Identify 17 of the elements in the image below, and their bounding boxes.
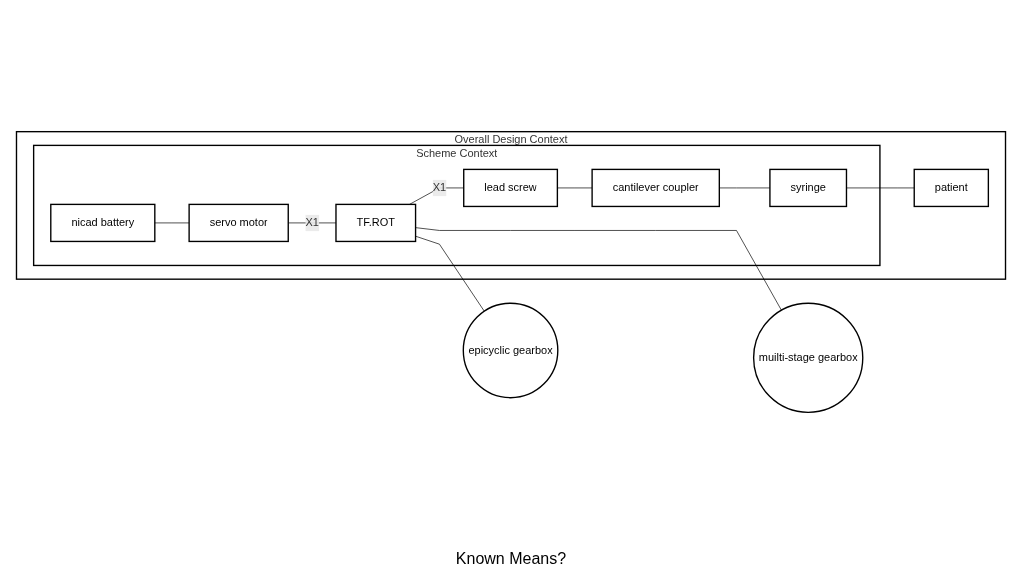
connector — [846, 187, 915, 189]
note-text: Known Means? — [455, 550, 567, 567]
connector — [557, 187, 593, 189]
node-box: cantilever coupler — [591, 168, 720, 208]
edge-label: X1 — [432, 181, 447, 194]
connector — [154, 222, 190, 224]
node-circle: muilti-stage gearbox — [752, 302, 864, 414]
node-box: lead screw — [463, 168, 559, 208]
connector — [415, 235, 485, 312]
connector — [415, 227, 782, 311]
node-box: patient — [913, 168, 990, 208]
node-box: syringe — [769, 168, 848, 208]
edge-label: X1 — [305, 216, 319, 229]
node-box: servo motor — [188, 203, 289, 243]
node-box: TF.ROT — [335, 203, 417, 243]
node-circle: epicyclic gearbox — [462, 302, 559, 399]
node-box: nicad battery — [50, 203, 156, 243]
